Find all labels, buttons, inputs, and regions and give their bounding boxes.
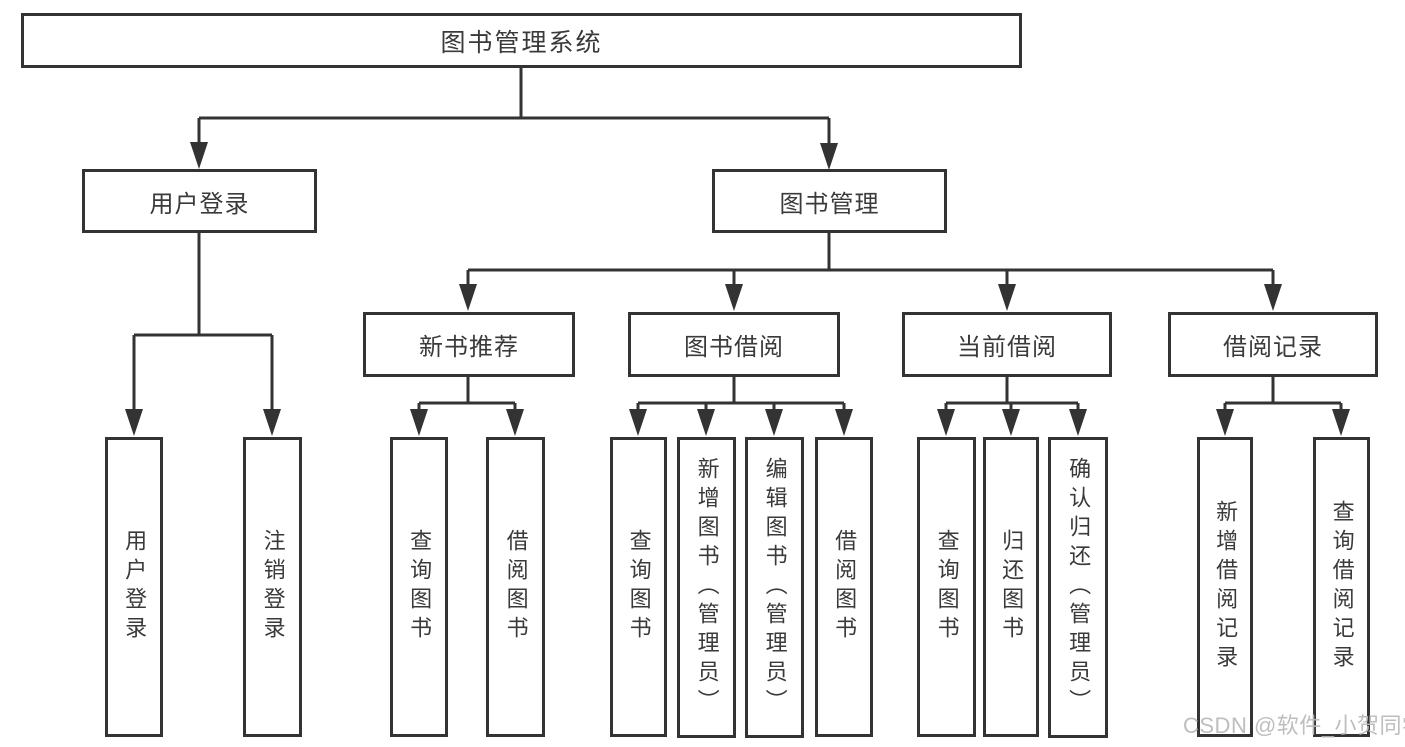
leaf-add-books-admin: 新增图书（管理员） bbox=[677, 437, 736, 738]
leaf-query-borrow-record: 查询借阅记录 bbox=[1313, 437, 1370, 737]
node-current-borrowing: 当前借阅 bbox=[902, 312, 1112, 377]
node-library-system: 图书管理系统 bbox=[21, 13, 1022, 68]
arrowheads bbox=[125, 142, 1350, 436]
leaf-query-books-borrowing: 查询图书 bbox=[610, 437, 667, 737]
node-book-borrowing: 图书借阅 bbox=[628, 312, 840, 377]
leaf-return-books: 归还图书 bbox=[983, 437, 1039, 737]
node-borrowing-records: 借阅记录 bbox=[1168, 312, 1378, 377]
csdn-watermark: CSDN @软件_小贺同学 bbox=[1183, 713, 1405, 738]
leaf-borrow-books-borrowing: 借阅图书 bbox=[815, 437, 873, 737]
leaf-logout-login: 注销登录 bbox=[243, 437, 302, 737]
node-user-login-branch: 用户登录 bbox=[82, 169, 317, 233]
leaf-user-login: 用户登录 bbox=[105, 437, 163, 737]
leaf-query-books-current: 查询图书 bbox=[917, 437, 976, 737]
leaf-add-borrow-record: 新增借阅记录 bbox=[1197, 437, 1253, 737]
node-new-book-recommend: 新书推荐 bbox=[363, 312, 575, 377]
leaf-query-books-recommend: 查询图书 bbox=[390, 437, 448, 737]
leaf-borrow-books-recommend: 借阅图书 bbox=[486, 437, 545, 737]
leaf-confirm-return-admin: 确认归还（管理员） bbox=[1048, 437, 1108, 738]
leaf-edit-books-admin: 编辑图书（管理员） bbox=[745, 437, 804, 738]
node-book-management: 图书管理 bbox=[712, 169, 947, 233]
